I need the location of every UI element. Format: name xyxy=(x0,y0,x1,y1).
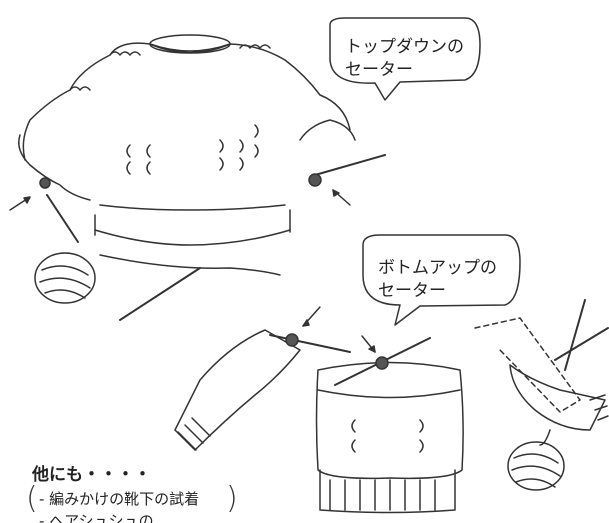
close-paren: ) xyxy=(226,481,238,516)
note-heading: 他にも・・・・ xyxy=(32,465,151,485)
bottom-up-sweater xyxy=(174,299,609,514)
top-down-sweater xyxy=(9,34,386,321)
note-item: - 編みかけの靴下の試着 xyxy=(39,490,200,508)
speech-bubble-top-down xyxy=(329,17,481,101)
open-paren: ( xyxy=(26,481,38,516)
bubble-top-down-line2: セーター xyxy=(345,60,413,80)
bubble-top-down-line1: トップダウンの xyxy=(345,37,464,57)
bubble-top-down-text: トップダウンの セーター xyxy=(345,36,464,82)
note-item: - ヘアシュシュの xyxy=(39,512,154,523)
bubble-bottom-up-text: ボトムアップの セーター xyxy=(378,257,497,303)
speech-bubble-bottom-up xyxy=(362,234,521,326)
bubble-bottom-up-line2: セーター xyxy=(378,281,446,301)
note-list: ( - 編みかけの靴下の試着 - ヘアシュシュの ) xyxy=(26,481,238,523)
bubble-bottom-up-line1: ボトムアップの xyxy=(378,258,497,278)
